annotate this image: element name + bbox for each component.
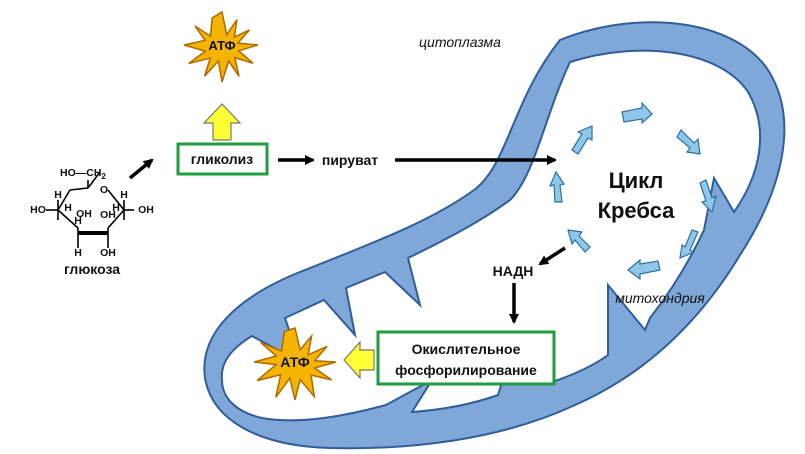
- atp-star-top: АТФ: [183, 10, 259, 83]
- glucose-ho-left: HO: [30, 204, 46, 216]
- glucose-oh-1: OH: [76, 208, 92, 220]
- oxphos-label-line2: фосфорилирование: [395, 362, 537, 378]
- glucose-ring-oxygen: O: [100, 184, 108, 196]
- glucose-h-4: H: [112, 202, 120, 214]
- mitochondrion-matrix: [220, 49, 761, 422]
- starburst-icon: [253, 327, 337, 401]
- glucose-h-3: H: [64, 202, 72, 214]
- glucose-oh-3: OH: [138, 204, 154, 216]
- glucose-bonds: [46, 171, 134, 248]
- glucose-ch2-group: HO—CH2: [60, 167, 106, 181]
- oxphos-box: [376, 330, 556, 386]
- glucose-h-5: H: [74, 215, 82, 227]
- glucose-h-bottom: H: [74, 247, 82, 259]
- pyruvate-label: пируват: [322, 152, 378, 168]
- glucose-h-2: H: [120, 189, 128, 201]
- mitochondrion-label: митохондрия: [615, 290, 705, 306]
- glucose-h-1: H: [54, 189, 62, 201]
- krebs-label-line2: Кребса: [598, 198, 676, 223]
- glucose-oh-2: OH: [100, 209, 116, 221]
- glycolysis-label: гликолиз: [191, 151, 254, 167]
- atp-bottom-label: АТФ: [280, 354, 309, 370]
- krebs-cycle-arrows: [548, 101, 717, 281]
- atp-yield-arrow-up: [202, 103, 242, 141]
- glucose-oh-bottom: OH: [100, 247, 116, 259]
- glucose-ch2-text: HO—CH: [60, 167, 101, 179]
- glucose-ch2-subscript: 2: [101, 172, 106, 181]
- atp-top-label: АТФ: [208, 38, 235, 53]
- oxphos-label-line1: Окислительное: [412, 341, 521, 357]
- glucose-label: глюкоза: [64, 261, 120, 277]
- atp-yield-arrow-left: [343, 340, 375, 380]
- nadh-label: НАДН: [493, 263, 534, 279]
- starburst-icon: [183, 10, 259, 83]
- glycolysis-box: [176, 142, 269, 176]
- arrow-glucose-to-glycolysis: [128, 158, 154, 180]
- flow-arrows: [128, 155, 566, 324]
- krebs-label-line1: Цикл: [609, 168, 664, 193]
- glucose-structure: HO—CH2 O H H H H H OH OH OH HO H OH: [30, 167, 154, 259]
- atp-star-bottom: АТФ: [253, 327, 337, 401]
- arrow-krebs-to-nadh: [538, 246, 566, 266]
- cytoplasm-label: цитоплазма: [419, 34, 501, 50]
